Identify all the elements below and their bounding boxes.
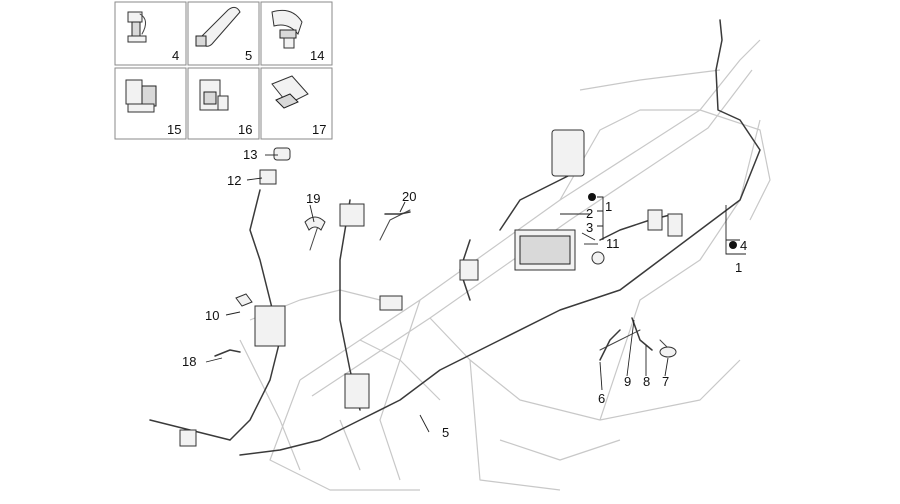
inset-label-4: 4 [172,48,179,63]
callout-3: 3 [586,220,593,235]
inset-clip-14: 14 [260,1,333,66]
ignition-connector [339,203,365,227]
inset-label-5: 5 [245,48,252,63]
callout-8: 8 [643,374,650,389]
callout-20: 20 [402,189,416,204]
ground-cable-6 [599,329,621,361]
callout-2: 2 [586,206,593,221]
callout-dot-1 [588,193,596,201]
callout-labels: 1 2 3 11 4 1 5 6 9 8 7 10 18 12 13 19 20 [182,147,747,440]
callout-5-bottom: 5 [442,425,449,440]
inset-clip-17: 17 [260,67,333,140]
socket-12 [259,169,277,185]
regulator-module [254,305,286,347]
connector-block [344,373,370,409]
callout-18: 18 [182,354,196,369]
lamp-connector [667,213,683,237]
clip-10 [235,293,253,307]
harness-components [179,129,683,447]
relay-11 [591,251,605,265]
side-connector [459,259,479,281]
front-connector [179,429,197,447]
inset-clip-16: 16 [187,67,260,140]
scooter-frame [239,39,771,491]
inset-label-15: 15 [167,122,181,137]
callout-9: 9 [624,374,631,389]
callout-13: 13 [243,147,257,162]
terminal-7 [659,346,677,358]
fuse-box-cover [519,235,571,265]
sensor-connector [647,209,663,231]
inset-label-16: 16 [238,122,252,137]
callout-12: 12 [227,173,241,188]
callout-1-top: 1 [605,199,612,214]
inset-grid: 4 5 14 15 16 [114,1,333,140]
callout-7: 7 [662,374,669,389]
clip-19 [304,216,326,231]
callout-10: 10 [205,308,219,323]
callout-11: 11 [606,236,620,251]
lead-18 [214,349,241,357]
callout-19: 19 [306,191,320,206]
inset-clip-5: 5 [187,1,260,66]
callout-1-right: 1 [735,260,742,275]
ground-cable-9 [631,317,653,351]
inset-clip-15: 15 [114,67,187,140]
inset-label-17: 17 [312,122,326,137]
inset-clip-4: 4 [114,1,187,66]
inset-label-14: 14 [310,48,324,63]
cap-13 [273,147,291,161]
ecu-relay-box [551,129,585,177]
callout-6: 6 [598,391,605,406]
leader-lines [205,154,746,433]
switch-connector [379,295,403,311]
callout-dot-4 [729,241,737,249]
callout-4-right: 4 [740,238,747,253]
lead-20 [384,211,411,215]
